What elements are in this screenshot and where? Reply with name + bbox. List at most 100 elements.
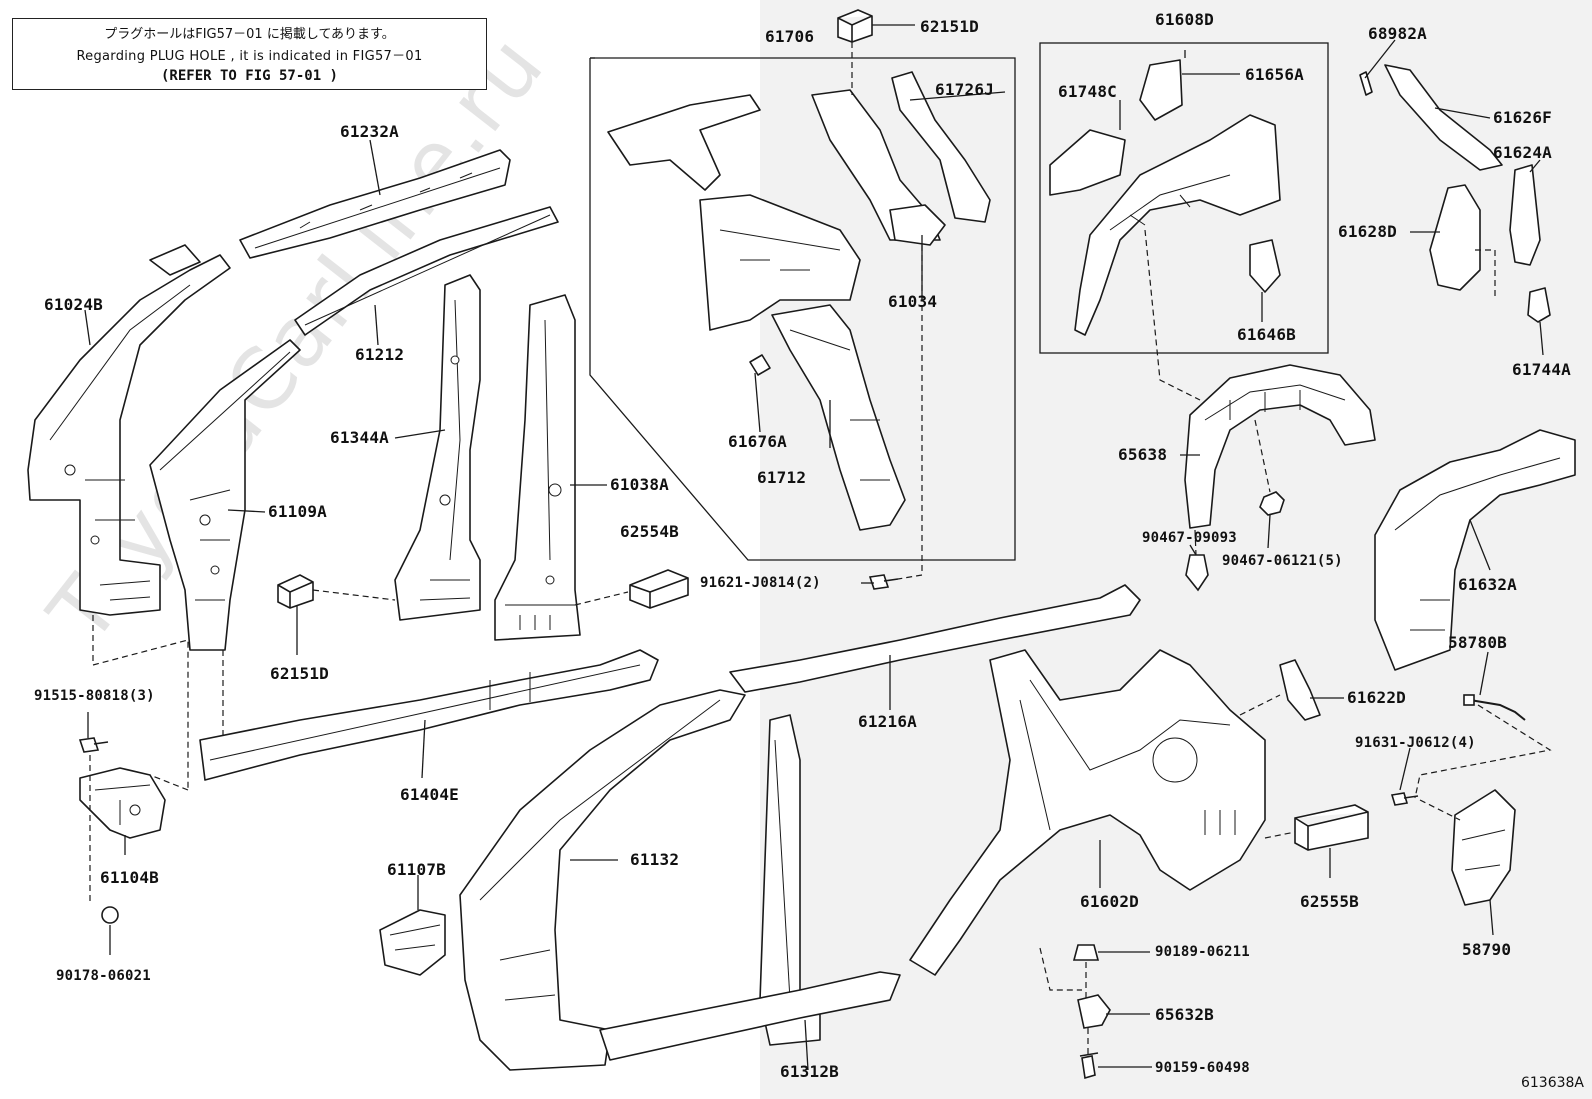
label-61109A[interactable]: 61109A — [268, 502, 327, 521]
label-61676A[interactable]: 61676A — [728, 432, 787, 451]
fastener-90467-09093 — [1185, 554, 1209, 592]
label-61726J[interactable]: 61726J — [935, 80, 994, 99]
part-62151D-block-low — [277, 574, 314, 609]
part-61626F — [1384, 64, 1503, 171]
part-61312B — [599, 971, 901, 1061]
label-61622D[interactable]: 61622D — [1347, 688, 1406, 707]
label-61404E[interactable]: 61404E — [400, 785, 459, 804]
fastener-90467-06121 — [1259, 491, 1285, 516]
label-58780B[interactable]: 58780B — [1448, 633, 1507, 652]
label-61706[interactable]: 61706 — [765, 27, 815, 46]
label-90467-06121[interactable]: 90467-06121(5) — [1222, 553, 1343, 569]
label-61632A[interactable]: 61632A — [1458, 575, 1517, 594]
part-61212 — [294, 206, 559, 336]
label-65632B[interactable]: 65632B — [1155, 1005, 1214, 1024]
part-62151D-block-top — [837, 9, 873, 43]
part-62554B-block — [629, 569, 689, 609]
part-61024B — [27, 254, 231, 616]
part-61034 — [889, 204, 946, 246]
label-61646B[interactable]: 61646B — [1237, 325, 1296, 344]
part-61038A — [494, 294, 581, 641]
part-61132 — [459, 689, 746, 1071]
label-61712[interactable]: 61712 — [757, 468, 807, 487]
part-61404E — [199, 649, 659, 781]
part-58790 — [1451, 789, 1516, 906]
label-61212[interactable]: 61212 — [355, 345, 405, 364]
label-62554B[interactable]: 62554B — [620, 522, 679, 541]
dashed-lines — [89, 42, 1552, 1055]
part-68982A — [1359, 71, 1373, 96]
part-61107B — [379, 909, 446, 976]
part-61712 — [771, 304, 906, 531]
label-62151D-low[interactable]: 62151D — [270, 664, 329, 683]
label-61744A[interactable]: 61744A — [1512, 360, 1571, 379]
part-61608D-arch — [1074, 114, 1281, 336]
label-61748C[interactable]: 61748C — [1058, 82, 1117, 101]
part-61632A — [1374, 429, 1576, 671]
label-91631-J0612[interactable]: 91631-J0612(4) — [1355, 735, 1476, 751]
fastener-91631 — [1390, 792, 1419, 806]
label-61132[interactable]: 61132 — [630, 850, 680, 869]
label-61104B[interactable]: 61104B — [100, 868, 159, 887]
part-62555B-block — [1294, 804, 1369, 851]
label-91621-J0814[interactable]: 91621-J0814(2) — [700, 575, 821, 591]
label-65638[interactable]: 65638 — [1118, 445, 1168, 464]
part-61624A — [1509, 164, 1541, 266]
part-61628D — [1429, 184, 1481, 291]
group-box-61706 — [589, 57, 1016, 561]
label-62555B[interactable]: 62555B — [1300, 892, 1359, 911]
part-61646B — [1249, 239, 1281, 293]
part-61748C — [1049, 129, 1126, 196]
note-line-japanese: プラグホールはFIG57－01 に掲載してあります。 — [104, 27, 395, 42]
label-61624A[interactable]: 61624A — [1493, 143, 1552, 162]
part-61104B — [79, 767, 166, 839]
note-line-english: Regarding PLUG HOLE , it is indicated in… — [76, 49, 423, 64]
label-90159-60498[interactable]: 90159-60498 — [1155, 1060, 1250, 1076]
part-61706-upper — [607, 94, 761, 191]
part-65632B — [1077, 994, 1111, 1029]
label-61344A[interactable]: 61344A — [330, 428, 389, 447]
part-61656A — [1139, 59, 1183, 121]
label-58790[interactable]: 58790 — [1462, 940, 1512, 959]
note-line-refer: (REFER TO FIG 57-01 ) — [160, 68, 338, 84]
leader-lines — [84, 24, 1544, 1071]
label-61232A[interactable]: 61232A — [340, 122, 399, 141]
label-90178-06021[interactable]: 90178-06021 — [56, 968, 151, 984]
label-61107B[interactable]: 61107B — [387, 860, 446, 879]
part-61744A — [1527, 287, 1551, 323]
part-61109A — [149, 339, 301, 651]
label-61628D[interactable]: 61628D — [1338, 222, 1397, 241]
label-61602D[interactable]: 61602D — [1080, 892, 1139, 911]
reference-note: プラグホールはFIG57－01 に掲載してあります。 Regarding PLU… — [12, 18, 487, 90]
part-61344A — [394, 274, 481, 621]
part-61216A — [729, 584, 1141, 693]
part-61676A — [749, 354, 771, 376]
label-61312B[interactable]: 61312B — [780, 1062, 839, 1081]
fastener-91515 — [78, 737, 109, 753]
label-61034[interactable]: 61034 — [888, 292, 938, 311]
label-61216A[interactable]: 61216A — [858, 712, 917, 731]
fastener-91621 — [868, 574, 899, 590]
fastener-90159 — [1079, 1052, 1099, 1080]
part-61622D — [1279, 659, 1321, 721]
label-68982A[interactable]: 68982A — [1368, 24, 1427, 43]
part-61602D — [909, 649, 1266, 976]
part-61706-mid — [699, 194, 861, 331]
label-61038A[interactable]: 61038A — [610, 475, 669, 494]
figure-id: 613638A — [1520, 1075, 1584, 1091]
part-61726J — [891, 71, 991, 223]
group-box-61608D — [1039, 42, 1329, 354]
fastener-90189 — [1072, 944, 1100, 961]
label-61626F[interactable]: 61626F — [1493, 108, 1552, 127]
label-61608D[interactable]: 61608D — [1155, 10, 1214, 29]
label-90467-09093[interactable]: 90467-09093 — [1142, 530, 1237, 546]
label-62151D-top[interactable]: 62151D — [920, 17, 979, 36]
label-61656A[interactable]: 61656A — [1245, 65, 1304, 84]
part-65638 — [1184, 364, 1376, 529]
label-61024B[interactable]: 61024B — [44, 295, 103, 314]
part-58780B — [1469, 699, 1526, 721]
label-90189-06211[interactable]: 90189-06211 — [1155, 944, 1250, 960]
fastener-90178 — [101, 906, 119, 924]
label-91515-80818[interactable]: 91515-80818(3) — [34, 688, 155, 704]
